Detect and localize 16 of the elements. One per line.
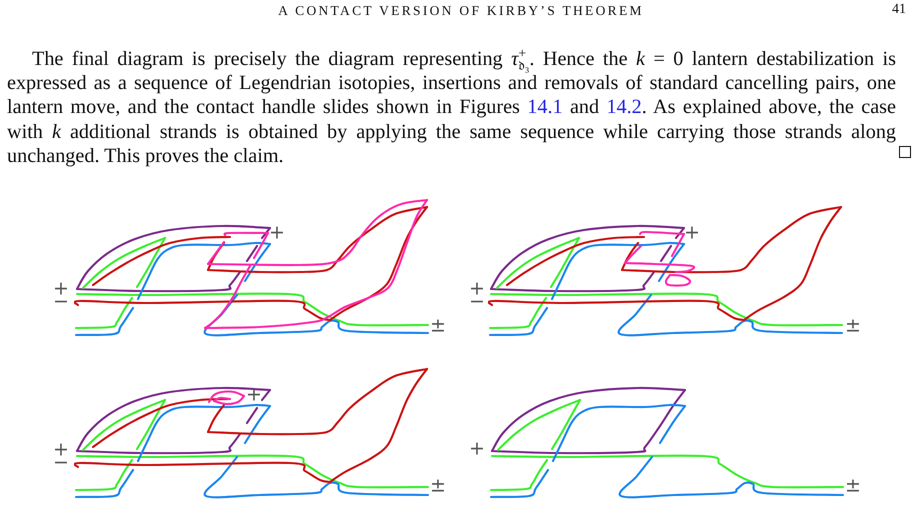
paragraph: The final diagram is precisely the diagram representing τ$^{+}$$_{𝔡₃}$. Hence the k = 0 lantern destabilization is expressed as a sequence of Legendrian isotopies, insertions and removals of standard cancelling pairs, one lantern move, and the contact handle slides shown in Figures 14.1 and 14.2. As explained above, the case with k additional strands is obtained by applying the same sequence while carrying those strands along unchanged. This proves the claim. <box>7 47 896 168</box>
figure-reference-link: 14.1 <box>527 96 563 118</box>
running-head: A CONTACT VERSION OF KIRBY’S THEOREM <box>278 3 644 19</box>
sign-label: ± <box>430 316 446 336</box>
sign-label: ± <box>845 476 861 496</box>
page-number: 41 <box>892 2 906 18</box>
sign-label: + <box>469 440 485 458</box>
sign-label: + <box>53 280 69 298</box>
sign-label: + <box>684 224 700 242</box>
sign-label: ± <box>845 316 861 336</box>
figure-reference-link: 14.2 <box>606 96 642 118</box>
sign-label: + <box>53 440 69 460</box>
sign-label: + <box>469 280 485 298</box>
sign-label: ± <box>430 476 446 496</box>
sign-label: + <box>246 386 262 404</box>
sign-label: + <box>269 224 285 242</box>
